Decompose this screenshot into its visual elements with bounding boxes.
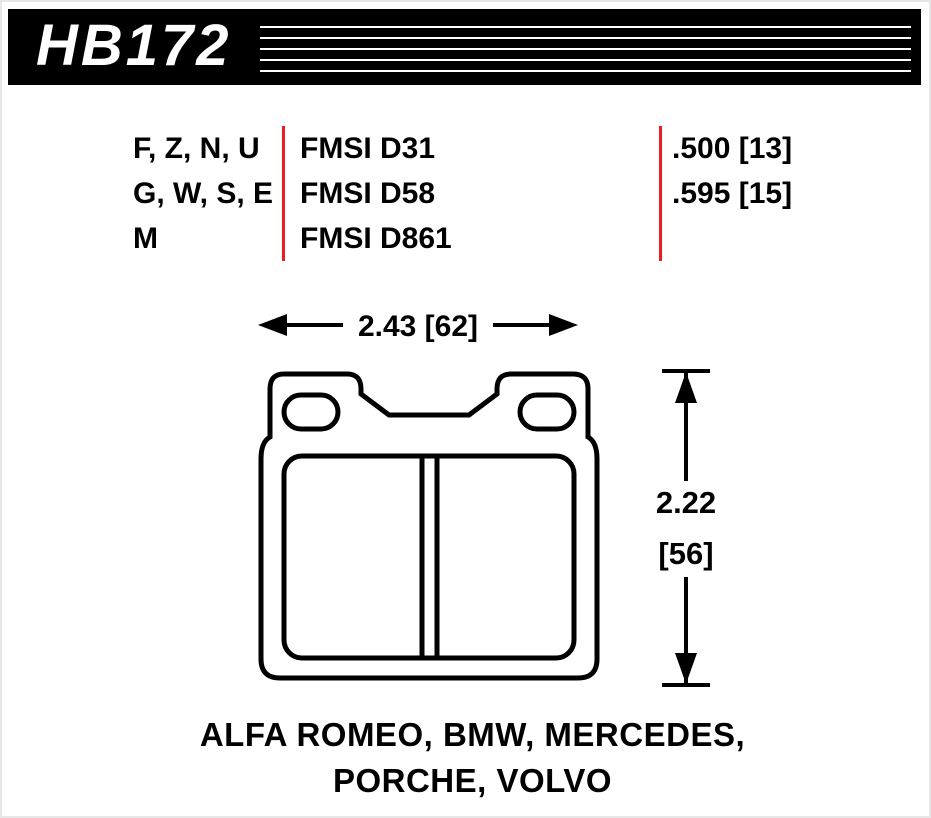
friction-surface <box>281 453 577 661</box>
height-dimension-label-mm: [56] <box>658 536 713 571</box>
pad-thickness <box>662 216 902 261</box>
part-number: HB172 <box>36 13 232 78</box>
mounting-hole-right-icon <box>517 392 577 432</box>
label-backing <box>343 303 493 347</box>
arrow-left-icon <box>258 314 287 336</box>
arrow-down-icon <box>675 653 697 684</box>
header-stripes <box>260 17 911 77</box>
fmsi-number: FMSI D31 <box>282 126 662 171</box>
brake-pad-diagram <box>258 371 600 681</box>
width-dimension: 2.43 [62] <box>258 303 578 347</box>
compound-codes: G, W, S, E <box>133 177 274 210</box>
label-backing <box>648 481 728 577</box>
spec-table: F, Z, N, U FMSI D31 .500 [13] G, W, S, E… <box>130 126 902 261</box>
applications-line-2: PORCHE, VOLVO <box>332 762 613 799</box>
fmsi-number: FMSI D861 <box>282 216 662 261</box>
height-dimension-label-inches: 2.22 <box>656 485 716 520</box>
header-bar: HB172 <box>8 9 921 85</box>
arrow-up-icon <box>675 372 697 403</box>
applications-line-1: ALFA ROMEO, BMW, MERCEDES, <box>199 716 746 753</box>
mounting-hole-left-icon <box>281 392 341 432</box>
vehicle-applications: ALFA ROMEO, BMW, MERCEDES, PORCHE, VOLVO <box>14 712 931 804</box>
width-dimension-label: 2.43 [62] <box>358 310 478 343</box>
arrow-right-icon <box>549 314 578 336</box>
compound-codes: F, Z, N, U <box>133 132 260 165</box>
pad-thickness: .500 [13] <box>672 132 793 165</box>
height-dimension: 2.22 [56] <box>648 369 728 687</box>
fmsi-number: FMSI D58 <box>282 171 662 216</box>
pad-thickness: .595 [15] <box>672 177 793 210</box>
compound-codes: M <box>133 222 158 255</box>
brake-pad-outline <box>258 371 600 681</box>
